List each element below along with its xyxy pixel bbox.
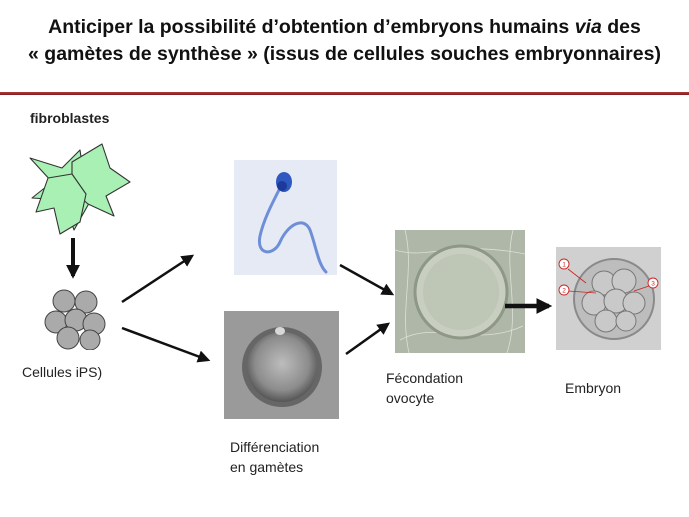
title-divider [0, 92, 689, 95]
embryo-marker-1-label: 1 [562, 262, 566, 269]
cellules-ips-label: Cellules iPS) [22, 362, 102, 382]
fecondation-image [395, 230, 525, 353]
oocyte-image [224, 311, 339, 419]
sperm-cell-illustration [234, 160, 337, 275]
ips-cell [80, 330, 100, 350]
arrow-ips-to-sperm [122, 256, 192, 302]
fecondation-illustration [395, 230, 525, 353]
embryo-illustration: 1 2 3 [556, 247, 661, 350]
ips-cell [57, 327, 79, 349]
oocyte-illustration [224, 311, 339, 419]
arrow-ips-to-oocyte [122, 328, 208, 360]
fibroblast-cells [22, 138, 134, 238]
title-line1-suffix: des [602, 16, 641, 38]
fibroblastes-label: fibroblastes [30, 108, 109, 128]
arrow-oocyte-to-fecondation [346, 324, 388, 354]
title-line2: « gamètes de synthèse » (issus de cellul… [0, 41, 689, 68]
ips-cell-cluster [42, 288, 108, 350]
embryo-marker-3-label: 3 [651, 281, 655, 288]
fecondation-label-line1: Fécondation [386, 368, 463, 388]
sperm-cell-image [234, 160, 337, 275]
slide-title: Anticiper la possibilité d’obtention d’e… [0, 14, 689, 68]
embryon-label: Embryon [565, 378, 621, 398]
embryo-image: 1 2 3 [556, 247, 661, 350]
title-line1-italic: via [575, 16, 602, 38]
blastomere [595, 310, 617, 332]
oocyte-cytoplasm [247, 332, 317, 402]
ips-cell [53, 290, 75, 312]
arrow-sperm-to-fecondation [340, 265, 392, 294]
title-line1-prefix: Anticiper la possibilité d’obtention d’e… [48, 16, 575, 38]
embryo-marker-2-label: 2 [562, 288, 566, 295]
differenciation-label-line2: en gamètes [230, 457, 303, 477]
fecondation-label-line2: ovocyte [386, 388, 434, 408]
blastomere [616, 311, 636, 331]
differenciation-label-line1: Différenciation [230, 437, 319, 457]
fibroblast-shape-3 [36, 174, 86, 234]
